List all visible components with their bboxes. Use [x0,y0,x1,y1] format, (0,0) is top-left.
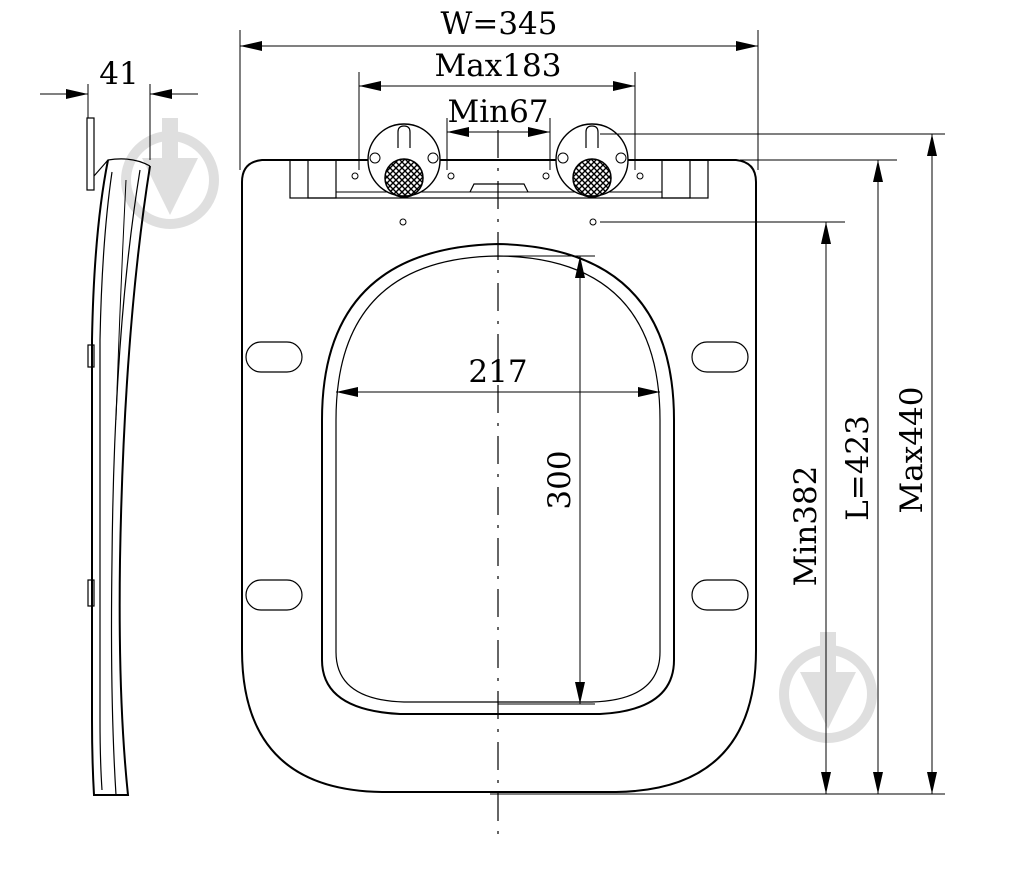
length-max-label: Max440 [894,387,930,514]
thickness-label: 41 [99,56,138,92]
seat-plan-view [241,130,757,836]
dimension-length [740,159,897,794]
overall-width-label: W=345 [440,6,557,42]
watermark-download-icon-top [121,118,219,229]
hinge-max-label: Max183 [435,48,562,84]
dimension-hinge-max [358,72,636,170]
dimension-hinge-min [446,118,551,170]
opening-length-label: 300 [542,450,578,509]
opening-width-label: 217 [468,354,527,390]
dimension-length-min [490,221,945,795]
hinge-min-label: Min67 [447,94,548,130]
length-min-label: Min382 [788,466,824,587]
length-label: L=423 [840,415,876,521]
dimension-length-max [600,133,945,794]
hinge-right [555,123,629,198]
watermark-download-icon-bottom [779,632,877,743]
side-profile-view [40,84,198,796]
dimension-opening-width [336,387,660,397]
hinge-left [367,123,441,198]
dimension-opening-length [498,255,595,705]
dimension-overall-width [239,30,759,170]
